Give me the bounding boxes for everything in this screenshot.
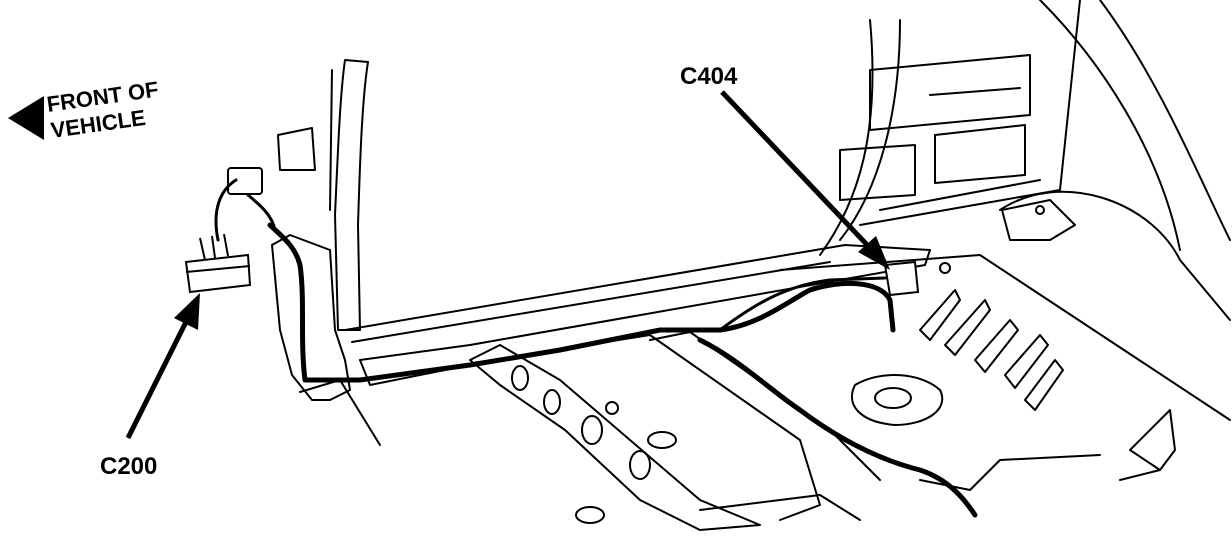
c200-leader-line bbox=[125, 320, 189, 440]
front-direction-indicator: FRONT OF VEHICLE bbox=[8, 77, 160, 143]
c404-connector bbox=[883, 260, 951, 297]
c404-callout: C404 bbox=[680, 63, 890, 270]
c404-label: C404 bbox=[680, 63, 738, 90]
c200-connector bbox=[184, 167, 263, 294]
c404-arrowhead bbox=[858, 236, 890, 270]
c200-callout: C200 bbox=[100, 293, 200, 480]
c200-label: C200 bbox=[100, 453, 157, 480]
front-arrow-icon bbox=[8, 96, 44, 140]
c404-leader-line bbox=[720, 90, 874, 252]
c200-arrowhead bbox=[174, 293, 200, 330]
vehicle-floor-structure bbox=[271, 0, 1231, 531]
wiring-harness bbox=[214, 178, 978, 518]
